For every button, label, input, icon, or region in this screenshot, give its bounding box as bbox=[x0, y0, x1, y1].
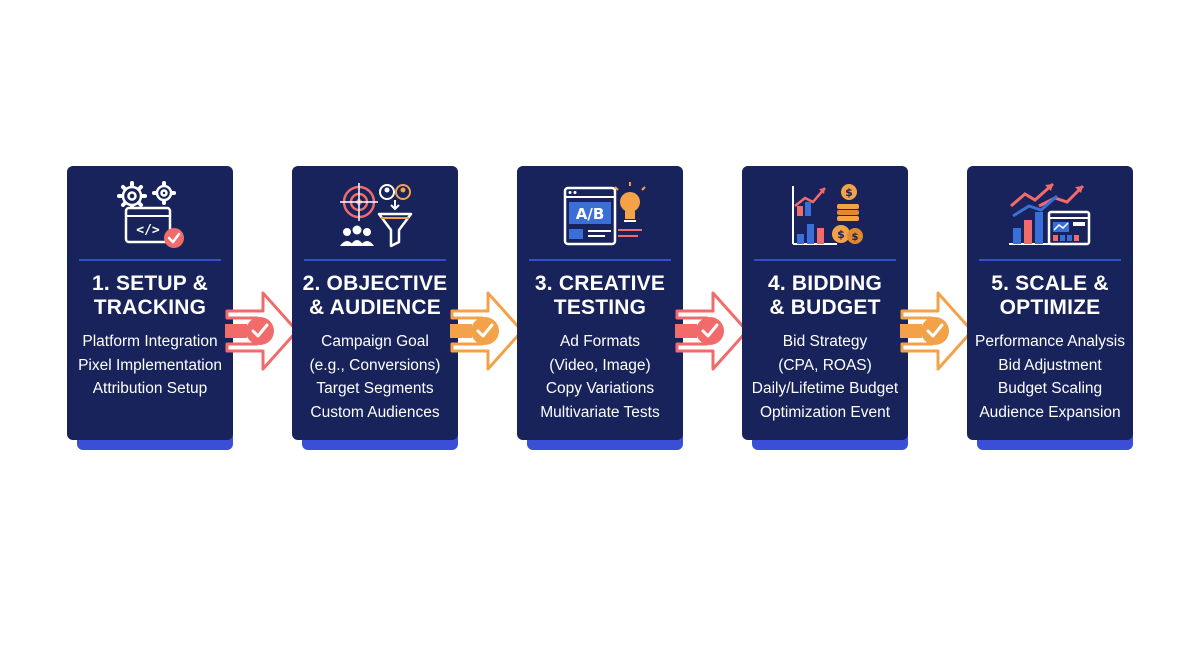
connector-arrow-4 bbox=[900, 288, 976, 374]
card-divider bbox=[979, 259, 1121, 261]
card-divider bbox=[529, 259, 671, 261]
step-item: Custom Audiences bbox=[310, 403, 440, 421]
step-item: Ad Formats bbox=[559, 333, 641, 350]
bar-chart-coins-icon: $ $ $ bbox=[742, 176, 908, 256]
step-item: (Video, Image) bbox=[549, 356, 651, 374]
step-item: Platform Integration bbox=[82, 333, 218, 350]
step-item: Target Segments bbox=[316, 380, 434, 397]
step-item: Daily/Lifetime Budget bbox=[751, 380, 899, 397]
step-item: Bid Adjustment bbox=[998, 356, 1102, 374]
svg-text:$: $ bbox=[852, 232, 859, 243]
check-icon bbox=[696, 317, 724, 345]
step-item: Budget Scaling bbox=[997, 380, 1103, 397]
step-card-objective-audience: 2. OBJECTIVE & AUDIENCE Campaign Goal (e… bbox=[292, 166, 458, 450]
step-item: (CPA, ROAS) bbox=[778, 356, 872, 374]
connector-arrow-3 bbox=[675, 288, 751, 374]
step-item: Performance Analysis bbox=[975, 333, 1125, 350]
card-face bbox=[742, 166, 908, 440]
step-item: Multivariate Tests bbox=[540, 403, 660, 421]
step-item: Bid Strategy bbox=[782, 333, 868, 350]
step-items: Platform Integration Pixel Implementatio… bbox=[67, 330, 233, 401]
check-icon bbox=[471, 317, 499, 345]
connector-arrow-2 bbox=[450, 288, 526, 374]
step-card-creative-testing: A/B 3. CREATIVE TESTING Ad Formats (Vide… bbox=[517, 166, 683, 450]
target-funnel-people-icon bbox=[292, 176, 458, 256]
step-item: (e.g., Conversions) bbox=[309, 356, 441, 374]
step-card-scale-optimize: 5. SCALE & OPTIMIZE Performance Analysis… bbox=[967, 166, 1133, 450]
card-divider bbox=[304, 259, 446, 261]
step-item: Pixel Implementation bbox=[78, 356, 222, 374]
step-items: Bid Strategy (CPA, ROAS) Daily/Lifetime … bbox=[742, 330, 908, 424]
step-title: 2. OBJECTIVE & AUDIENCE bbox=[302, 272, 448, 319]
step-item: Copy Variations bbox=[545, 380, 655, 397]
card-divider bbox=[79, 259, 221, 261]
step-items: Performance Analysis Bid Adjustment Budg… bbox=[967, 330, 1133, 424]
connector-arrow-1 bbox=[225, 288, 301, 374]
step-title: 1. SETUP & TRACKING bbox=[92, 272, 208, 319]
step-item: Audience Expansion bbox=[979, 403, 1121, 421]
step-item: Campaign Goal bbox=[321, 333, 429, 350]
step-items: Ad Formats (Video, Image) Copy Variation… bbox=[517, 330, 683, 424]
svg-text:$: $ bbox=[837, 228, 845, 241]
check-icon bbox=[921, 317, 949, 345]
step-item: Attribution Setup bbox=[92, 380, 208, 397]
svg-text:</>: </> bbox=[136, 223, 160, 238]
svg-text:A/B: A/B bbox=[576, 205, 605, 223]
card-divider bbox=[754, 259, 896, 261]
step-title: 5. SCALE & OPTIMIZE bbox=[991, 272, 1109, 319]
step-title: 4. BIDDING & BUDGET bbox=[767, 272, 882, 319]
gears-code-window-check-icon: </> bbox=[67, 176, 233, 256]
check-icon bbox=[246, 317, 274, 345]
step-item: Optimization Event bbox=[759, 403, 891, 421]
step-title: 3. CREATIVE TESTING bbox=[534, 272, 666, 319]
card-face bbox=[292, 166, 458, 440]
growth-chart-dashboard-icon bbox=[967, 176, 1133, 256]
step-card-setup-tracking: </> 1. SETUP & TRACKING Platform Integra… bbox=[67, 166, 233, 450]
step-card-bidding-budget: $ $ $ 4. BIDDING & BUDGET Bid Strategy (… bbox=[742, 166, 908, 450]
svg-text:$: $ bbox=[845, 186, 853, 199]
ab-test-lightbulb-icon: A/B bbox=[517, 176, 683, 256]
step-items: Campaign Goal (e.g., Conversions) Target… bbox=[292, 330, 458, 424]
